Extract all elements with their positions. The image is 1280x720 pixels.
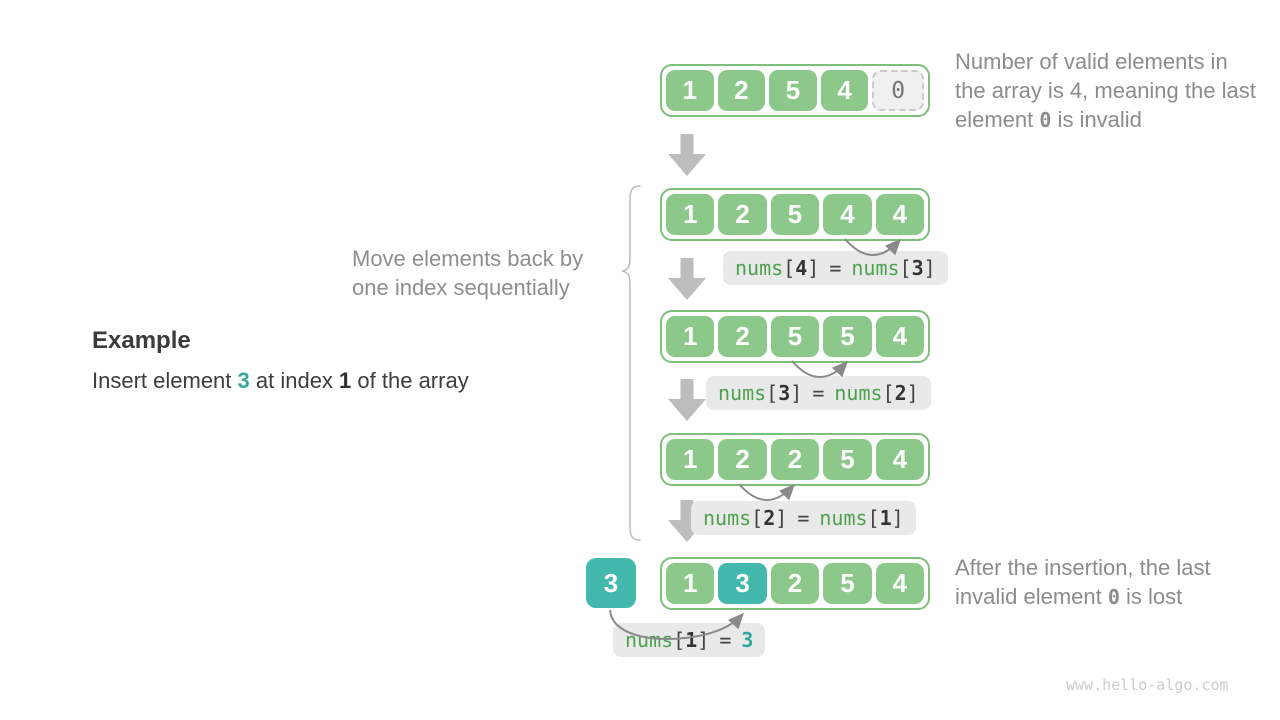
array-cell: 4 bbox=[823, 194, 872, 235]
code-fn: nums bbox=[625, 628, 674, 652]
code-equals: = bbox=[797, 506, 810, 530]
note-bottom-code: 0 bbox=[1107, 585, 1120, 609]
example-block: Example Insert element 3 at index 1 of t… bbox=[92, 327, 469, 394]
array-cell: 5 bbox=[823, 439, 872, 480]
down-arrow-icon bbox=[668, 134, 706, 176]
array-cell: 4 bbox=[875, 316, 925, 357]
array-cell: 1 bbox=[666, 70, 714, 111]
code-fn: nums bbox=[851, 256, 900, 280]
code-index: 2 bbox=[894, 381, 907, 405]
code-punct: [ bbox=[766, 381, 779, 405]
code-index: 3 bbox=[911, 256, 924, 280]
array-cell: 2 bbox=[718, 194, 767, 235]
array-cell: 5 bbox=[770, 316, 820, 357]
down-arrow-icon bbox=[668, 379, 706, 421]
array-cell: 1 bbox=[666, 316, 715, 357]
copy-arc-arrow bbox=[738, 483, 796, 501]
example-index-value: 1 bbox=[339, 368, 352, 393]
array-row-shift-3: 1 2 2 5 4 bbox=[660, 433, 930, 486]
array-row-initial: 1 2 5 4 0 bbox=[660, 64, 930, 117]
example-heading: Example bbox=[92, 327, 191, 354]
code-fn: nums bbox=[703, 506, 752, 530]
array-cell: 2 bbox=[717, 70, 766, 111]
example-text: Insert element bbox=[92, 368, 238, 393]
note-bottom-text: After the insertion, the last invalid el… bbox=[955, 555, 1211, 609]
array-cell: 4 bbox=[875, 563, 925, 604]
array-cell: 2 bbox=[770, 563, 820, 604]
code-index: 2 bbox=[763, 506, 776, 530]
move-note: Move elements back by one index sequenti… bbox=[352, 246, 584, 300]
insert-value-box: 3 bbox=[586, 558, 636, 608]
code-fn: nums bbox=[819, 506, 868, 530]
code-fn: nums bbox=[735, 256, 784, 280]
array-cell: 5 bbox=[769, 70, 817, 111]
array-cell: 4 bbox=[875, 439, 925, 480]
code-punct: ] bbox=[697, 628, 710, 652]
code-punct: [ bbox=[783, 256, 796, 280]
code-punct: ] bbox=[906, 381, 919, 405]
code-punct: ] bbox=[923, 256, 936, 280]
array-cell: 2 bbox=[718, 316, 767, 357]
array-row-shift-2: 1 2 5 5 4 bbox=[660, 310, 930, 363]
note-top-code: 0 bbox=[1039, 108, 1052, 132]
code-value: 3 bbox=[741, 628, 754, 652]
watermark: www.hello-algo.com bbox=[1066, 676, 1229, 694]
array-cell: 4 bbox=[875, 194, 925, 235]
array-cell: 5 bbox=[823, 563, 872, 604]
array-cell: 4 bbox=[820, 70, 869, 111]
curly-brace bbox=[621, 185, 641, 541]
code-punct: [ bbox=[673, 628, 686, 652]
code-punct: [ bbox=[751, 506, 764, 530]
code-punct: [ bbox=[882, 381, 895, 405]
example-text: of the array bbox=[351, 368, 469, 393]
array-row-shift-1: 1 2 5 4 4 bbox=[660, 188, 930, 241]
array-cell-inserted: 3 bbox=[718, 563, 767, 604]
code-fn: nums bbox=[718, 381, 767, 405]
note-bottom-text: is lost bbox=[1119, 584, 1183, 609]
code-label-step-3: nums[2]=nums[1] bbox=[691, 501, 916, 535]
code-punct: ] bbox=[891, 506, 904, 530]
array-row-final: 1 3 2 5 4 bbox=[660, 557, 930, 610]
array-cell: 2 bbox=[770, 439, 820, 480]
array-cell: 5 bbox=[823, 316, 872, 357]
code-index: 1 bbox=[685, 628, 698, 652]
array-cell: 5 bbox=[770, 194, 820, 235]
array-cell-invalid: 0 bbox=[872, 70, 924, 111]
code-punct: [ bbox=[899, 256, 912, 280]
example-insert-value: 3 bbox=[237, 368, 250, 393]
code-fn: nums bbox=[834, 381, 883, 405]
array-cell: 1 bbox=[666, 563, 715, 604]
array-cell: 2 bbox=[718, 439, 767, 480]
down-arrow-icon bbox=[668, 258, 706, 300]
code-punct: ] bbox=[790, 381, 803, 405]
code-label-step-1: nums[4]=nums[3] bbox=[723, 251, 948, 285]
code-equals: = bbox=[812, 381, 825, 405]
code-equals: = bbox=[719, 628, 732, 652]
note-top-text: is invalid bbox=[1051, 107, 1142, 132]
code-punct: [ bbox=[867, 506, 880, 530]
code-equals: = bbox=[829, 256, 842, 280]
note-top-text: Number of valid elements in the array is… bbox=[955, 49, 1256, 132]
array-cell: 1 bbox=[666, 194, 715, 235]
code-label-step-2: nums[3]=nums[2] bbox=[706, 376, 931, 410]
example-line: Insert element 3 at index 1 of the array bbox=[92, 368, 469, 394]
array-cell: 1 bbox=[666, 439, 715, 480]
note-bottom: After the insertion, the last invalid el… bbox=[955, 553, 1270, 612]
code-label-insert: nums[1] = 3 bbox=[613, 623, 766, 657]
copy-arc-arrow bbox=[791, 360, 849, 378]
example-text: at index bbox=[249, 368, 340, 393]
code-index: 3 bbox=[778, 381, 791, 405]
code-index: 1 bbox=[879, 506, 892, 530]
code-punct: ] bbox=[775, 506, 788, 530]
code-index: 4 bbox=[795, 256, 808, 280]
code-punct: ] bbox=[807, 256, 820, 280]
note-top: Number of valid elements in the array is… bbox=[955, 47, 1260, 135]
